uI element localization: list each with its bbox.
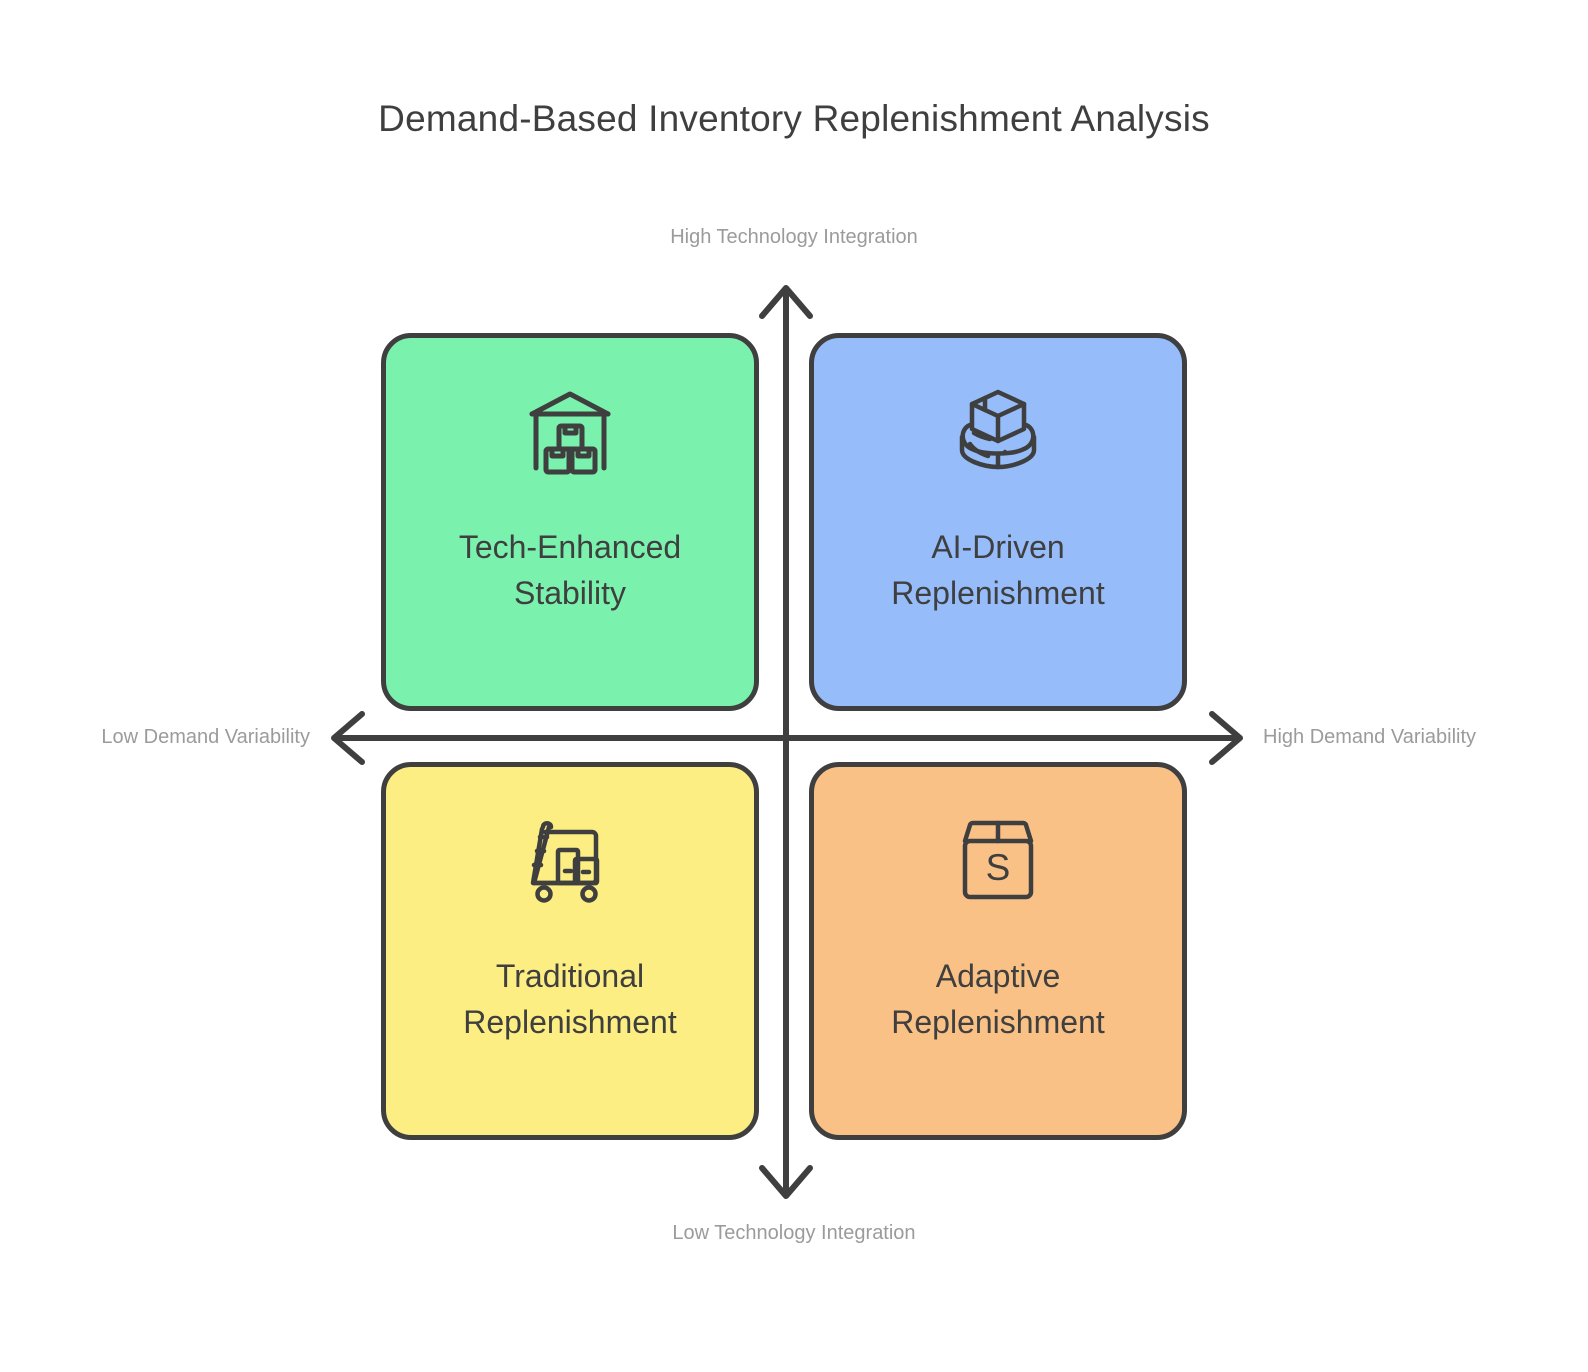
box-letter: S <box>986 847 1011 888</box>
hand-truck-boxes-icon <box>530 821 600 903</box>
axis-arrow-right-icon <box>1209 711 1243 765</box>
axis-label-low-demand-variability: Low Demand Variability <box>101 726 310 748</box>
quadrant-label: Adaptive Replenishment <box>891 958 1105 1041</box>
warehouse-boxes-icon <box>529 391 611 475</box>
axis-label-low-technology-integration: Low Technology Integration <box>672 1222 916 1244</box>
axis-label-high-technology-integration: High Technology Integration <box>670 226 918 248</box>
quadrant-tech-enhanced-stability[interactable]: Tech-Enhanced Stability <box>381 333 759 711</box>
axis-arrow-down-icon <box>759 1165 813 1199</box>
quadrant-ai-driven-replenishment[interactable]: AI-Driven Replenishment <box>809 333 1187 711</box>
axis-arrow-left-icon <box>331 711 365 765</box>
axis-label-high-demand-variability: High Demand Variability <box>1263 726 1477 748</box>
quadrant-label: Tech-Enhanced Stability <box>458 529 682 612</box>
robot-carrying-package-icon <box>959 389 1037 470</box>
open-box-s-icon: S <box>962 820 1034 900</box>
quadrant-adaptive-replenishment[interactable]: S Adaptive Replenishment <box>809 762 1187 1140</box>
quadrant-label: AI-Driven Replenishment <box>891 529 1105 612</box>
quadrant-label: Traditional Replenishment <box>463 958 677 1041</box>
page-title: Demand-Based Inventory Replenishment Ana… <box>378 98 1210 139</box>
quadrant-traditional-replenishment[interactable]: Traditional Replenishment <box>381 762 759 1140</box>
axis-arrow-up-icon <box>759 285 813 319</box>
